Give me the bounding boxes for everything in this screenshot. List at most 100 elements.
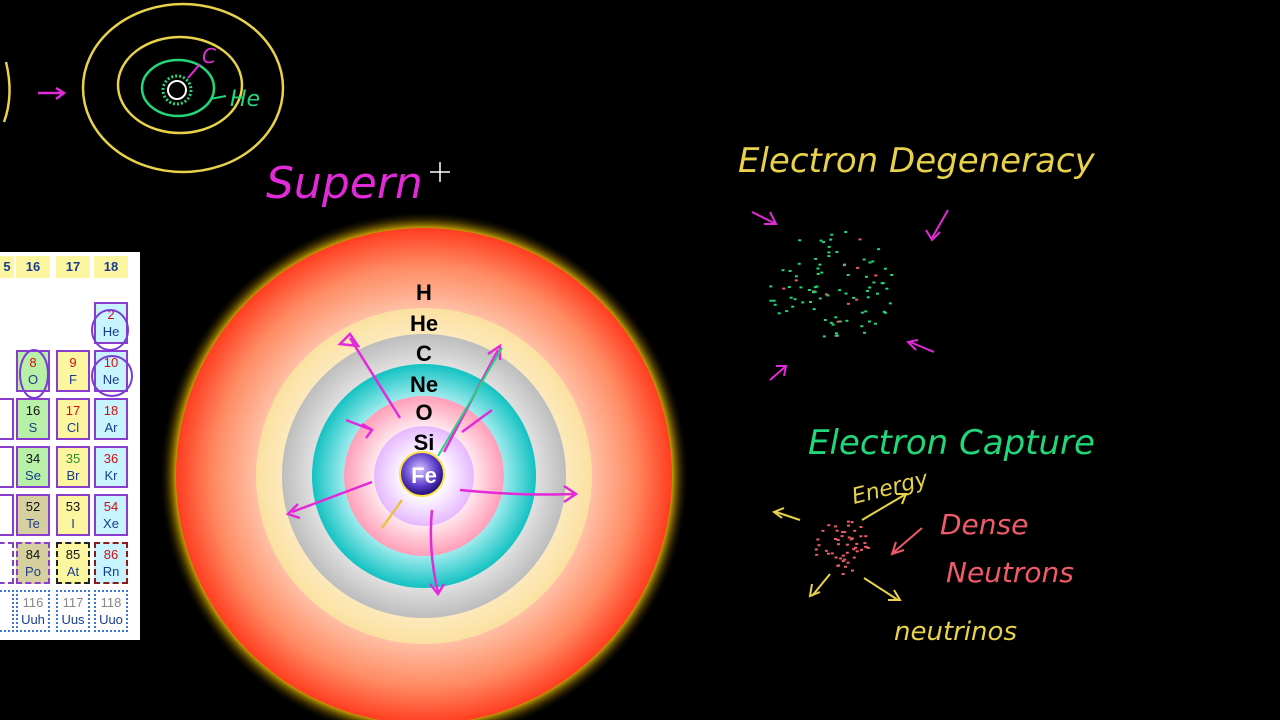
layer-label-fe: Fe	[411, 463, 437, 488]
neutron-dot	[847, 536, 851, 539]
neutron-dot	[839, 557, 843, 560]
electron-dot	[831, 323, 835, 326]
helium-marker: He	[230, 87, 260, 112]
electron-dot	[888, 302, 892, 305]
element-symbol: Uuh	[21, 612, 45, 627]
electron-dot	[863, 331, 866, 334]
electron-dot	[820, 271, 824, 274]
electron-dot	[874, 274, 878, 277]
electron-dot	[822, 241, 825, 244]
atomic-number: 3	[0, 547, 12, 563]
electron-dot	[799, 286, 803, 289]
electron-dot	[769, 299, 773, 302]
electron-dot	[773, 303, 777, 306]
neutron-dot	[826, 552, 830, 555]
neutron-dot	[866, 547, 870, 549]
neutron-dot	[815, 553, 819, 556]
neutron-dot	[852, 548, 856, 551]
neutron-dot	[816, 538, 820, 541]
electron-dot	[864, 275, 868, 278]
neutron-dot	[859, 535, 863, 538]
electron-dot	[866, 296, 870, 299]
electron-dot	[843, 263, 846, 266]
neutron-dot	[840, 535, 844, 538]
electron-dot	[827, 245, 831, 248]
electron-dot	[798, 239, 802, 242]
electron-capture-heading: Electron Capture	[808, 423, 1095, 463]
electron-dot	[789, 296, 793, 299]
atomic-number: 53	[65, 499, 81, 514]
element-symbol: I	[71, 516, 75, 531]
atomic-number: 86	[103, 547, 119, 562]
electron-dot	[781, 269, 785, 272]
atomic-number: 10	[103, 355, 119, 370]
pen-cursor-icon	[430, 162, 450, 182]
electron-dot	[813, 290, 817, 293]
element-cell: 3s	[0, 446, 14, 488]
neutron-dot	[846, 520, 850, 523]
neutron-dot	[837, 564, 840, 567]
neutron-dot	[855, 550, 859, 553]
electron-dot	[822, 335, 826, 338]
element-symbol: Po	[25, 564, 41, 579]
atomic-number: 52	[25, 499, 41, 514]
electron-dot	[829, 238, 833, 241]
element-symbol: Te	[26, 516, 40, 531]
element-symbol: At	[66, 564, 80, 579]
electron-dot	[868, 286, 872, 289]
neutron-dot	[824, 549, 828, 552]
element-symbol: Xe	[103, 516, 119, 531]
electron-dot	[836, 320, 840, 323]
electron-dot	[777, 312, 781, 315]
element-symbol: Se	[25, 468, 41, 483]
electron-dot	[860, 325, 864, 328]
electron-dot	[872, 281, 876, 284]
electron-dot	[813, 286, 817, 289]
electron-dot	[809, 301, 812, 303]
electron-dot	[816, 273, 820, 275]
electron-dot	[818, 263, 822, 266]
electron-dot	[823, 319, 827, 321]
element-symbol: Ar	[104, 420, 118, 435]
electron-dot	[835, 334, 839, 337]
element-cell: 5	[0, 398, 14, 440]
electron-dot	[794, 279, 798, 282]
atomic-number: 3	[0, 451, 12, 467]
atomic-number: 36	[103, 451, 119, 466]
electron-dot	[860, 311, 864, 314]
element-symbol: Ne	[102, 372, 120, 387]
element-symbol: Rn	[102, 564, 120, 579]
electron-dot	[844, 292, 848, 295]
electron-dot	[838, 289, 842, 292]
star-shell-sketch: C He	[2, 2, 285, 174]
atomic-number: 2	[107, 307, 115, 322]
electron-dot	[855, 298, 859, 301]
periodic-table-excerpt: 51617182He8O9F10Ne516S17Cl18Ar3s34Se35Br…	[0, 252, 140, 640]
electron-dot	[871, 260, 875, 263]
electron-dot	[835, 251, 839, 253]
atomic-number: 54	[103, 499, 119, 514]
neutron-dot	[854, 546, 857, 549]
element-symbol: Kr	[104, 468, 118, 483]
neutron-dot	[841, 560, 845, 563]
degeneracy-sketch	[751, 209, 949, 381]
atomic-number: 9	[69, 355, 77, 370]
capture-sketch: Energy Dense Neutrons neutrinos	[771, 467, 1074, 647]
electron-dot	[846, 302, 850, 305]
electron-dot	[846, 274, 850, 276]
electron-dot	[797, 262, 801, 265]
supernova-title: Supern	[266, 158, 423, 209]
electron-dot	[845, 319, 849, 322]
neutrinos-label: neutrinos	[894, 617, 1017, 647]
atomic-number: 85	[65, 547, 81, 562]
atomic-number: 117	[62, 595, 84, 610]
electron-dot	[788, 270, 792, 272]
element-cell: 3i	[0, 542, 14, 584]
electron-dot	[794, 275, 798, 278]
electron-dot	[814, 257, 818, 260]
star-layer-diagram: H He C Ne O Si Fe	[160, 212, 688, 720]
